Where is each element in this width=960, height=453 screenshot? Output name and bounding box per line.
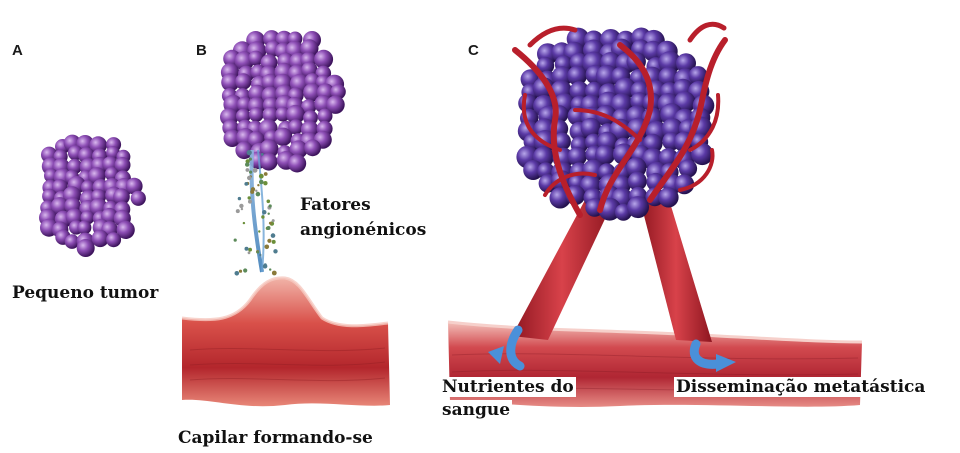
angiogenic-factors-label-line1: Fatores (300, 195, 371, 215)
tumor-b (220, 30, 346, 172)
blood-nutrients-label-line1: Nutrientes do (440, 377, 576, 397)
forming-capillary-label: Capilar formando-se (178, 428, 373, 448)
panel-letter-c: C (468, 42, 479, 59)
panel-letter-b: B (196, 42, 207, 59)
forming-capillary (182, 278, 390, 406)
metastatic-spread-label: Disseminação metatástica (674, 377, 927, 397)
blood-nutrients-label-line2: sangue (440, 400, 512, 420)
small-tumor (39, 135, 146, 257)
small-tumor-label: Pequeno tumor (12, 283, 158, 303)
angiogenic-factors-label-line2: angionénicos (300, 220, 426, 240)
panel-letter-a: A (12, 42, 23, 59)
